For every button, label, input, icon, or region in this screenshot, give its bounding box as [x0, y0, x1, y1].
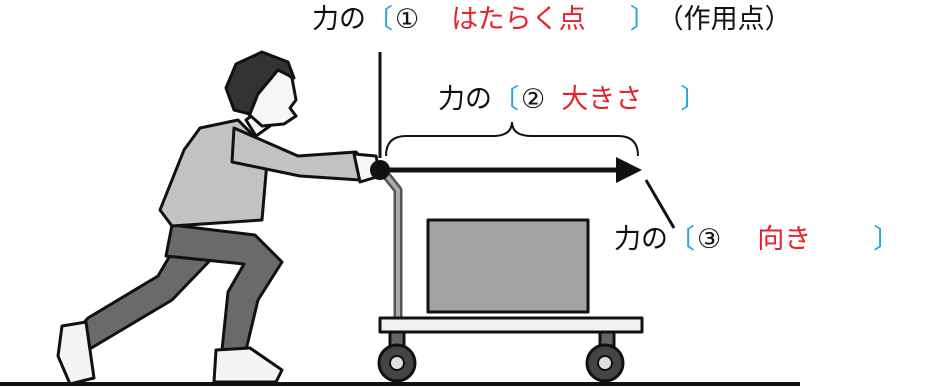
label-direction: 力の〔③ 向き 〕: [614, 224, 900, 256]
answer-direction: 向き: [757, 224, 812, 255]
back-shoe: [56, 320, 96, 386]
label-number: ①: [395, 4, 420, 35]
force-arrowhead: [616, 157, 642, 183]
bracket-close: 〕: [873, 224, 901, 255]
label-prefix: 力の: [614, 224, 668, 255]
label-action-point: 力の〔① はたらく点 〕（作用点）: [312, 4, 792, 36]
cart-deck: [378, 316, 644, 334]
cart: [377, 165, 644, 383]
cargo-box: [426, 218, 590, 314]
answer-action-point: はたらく点: [451, 4, 586, 35]
bracket-open: 〔: [668, 224, 695, 255]
direction-pointer-line: [644, 179, 676, 229]
label-prefix: 力の: [438, 84, 492, 115]
pushing-person: [56, 50, 382, 386]
label-prefix: 力の: [312, 4, 366, 35]
bracket-open: 〔: [366, 4, 393, 35]
label-suffix: （作用点）: [656, 4, 792, 35]
magnitude-brace: [385, 121, 639, 157]
front-shoe: [212, 346, 284, 384]
label-number: ②: [521, 84, 546, 115]
bracket-close: 〕: [629, 4, 657, 35]
hair: [224, 50, 296, 116]
cart-handle: [377, 165, 403, 323]
bracket-close: 〕: [680, 84, 708, 115]
label-magnitude: 力の〔② 大きさ 〕: [438, 84, 707, 116]
answer-magnitude: 大きさ: [561, 84, 643, 115]
label-number: ③: [697, 224, 722, 255]
bracket-open: 〔: [492, 84, 519, 115]
